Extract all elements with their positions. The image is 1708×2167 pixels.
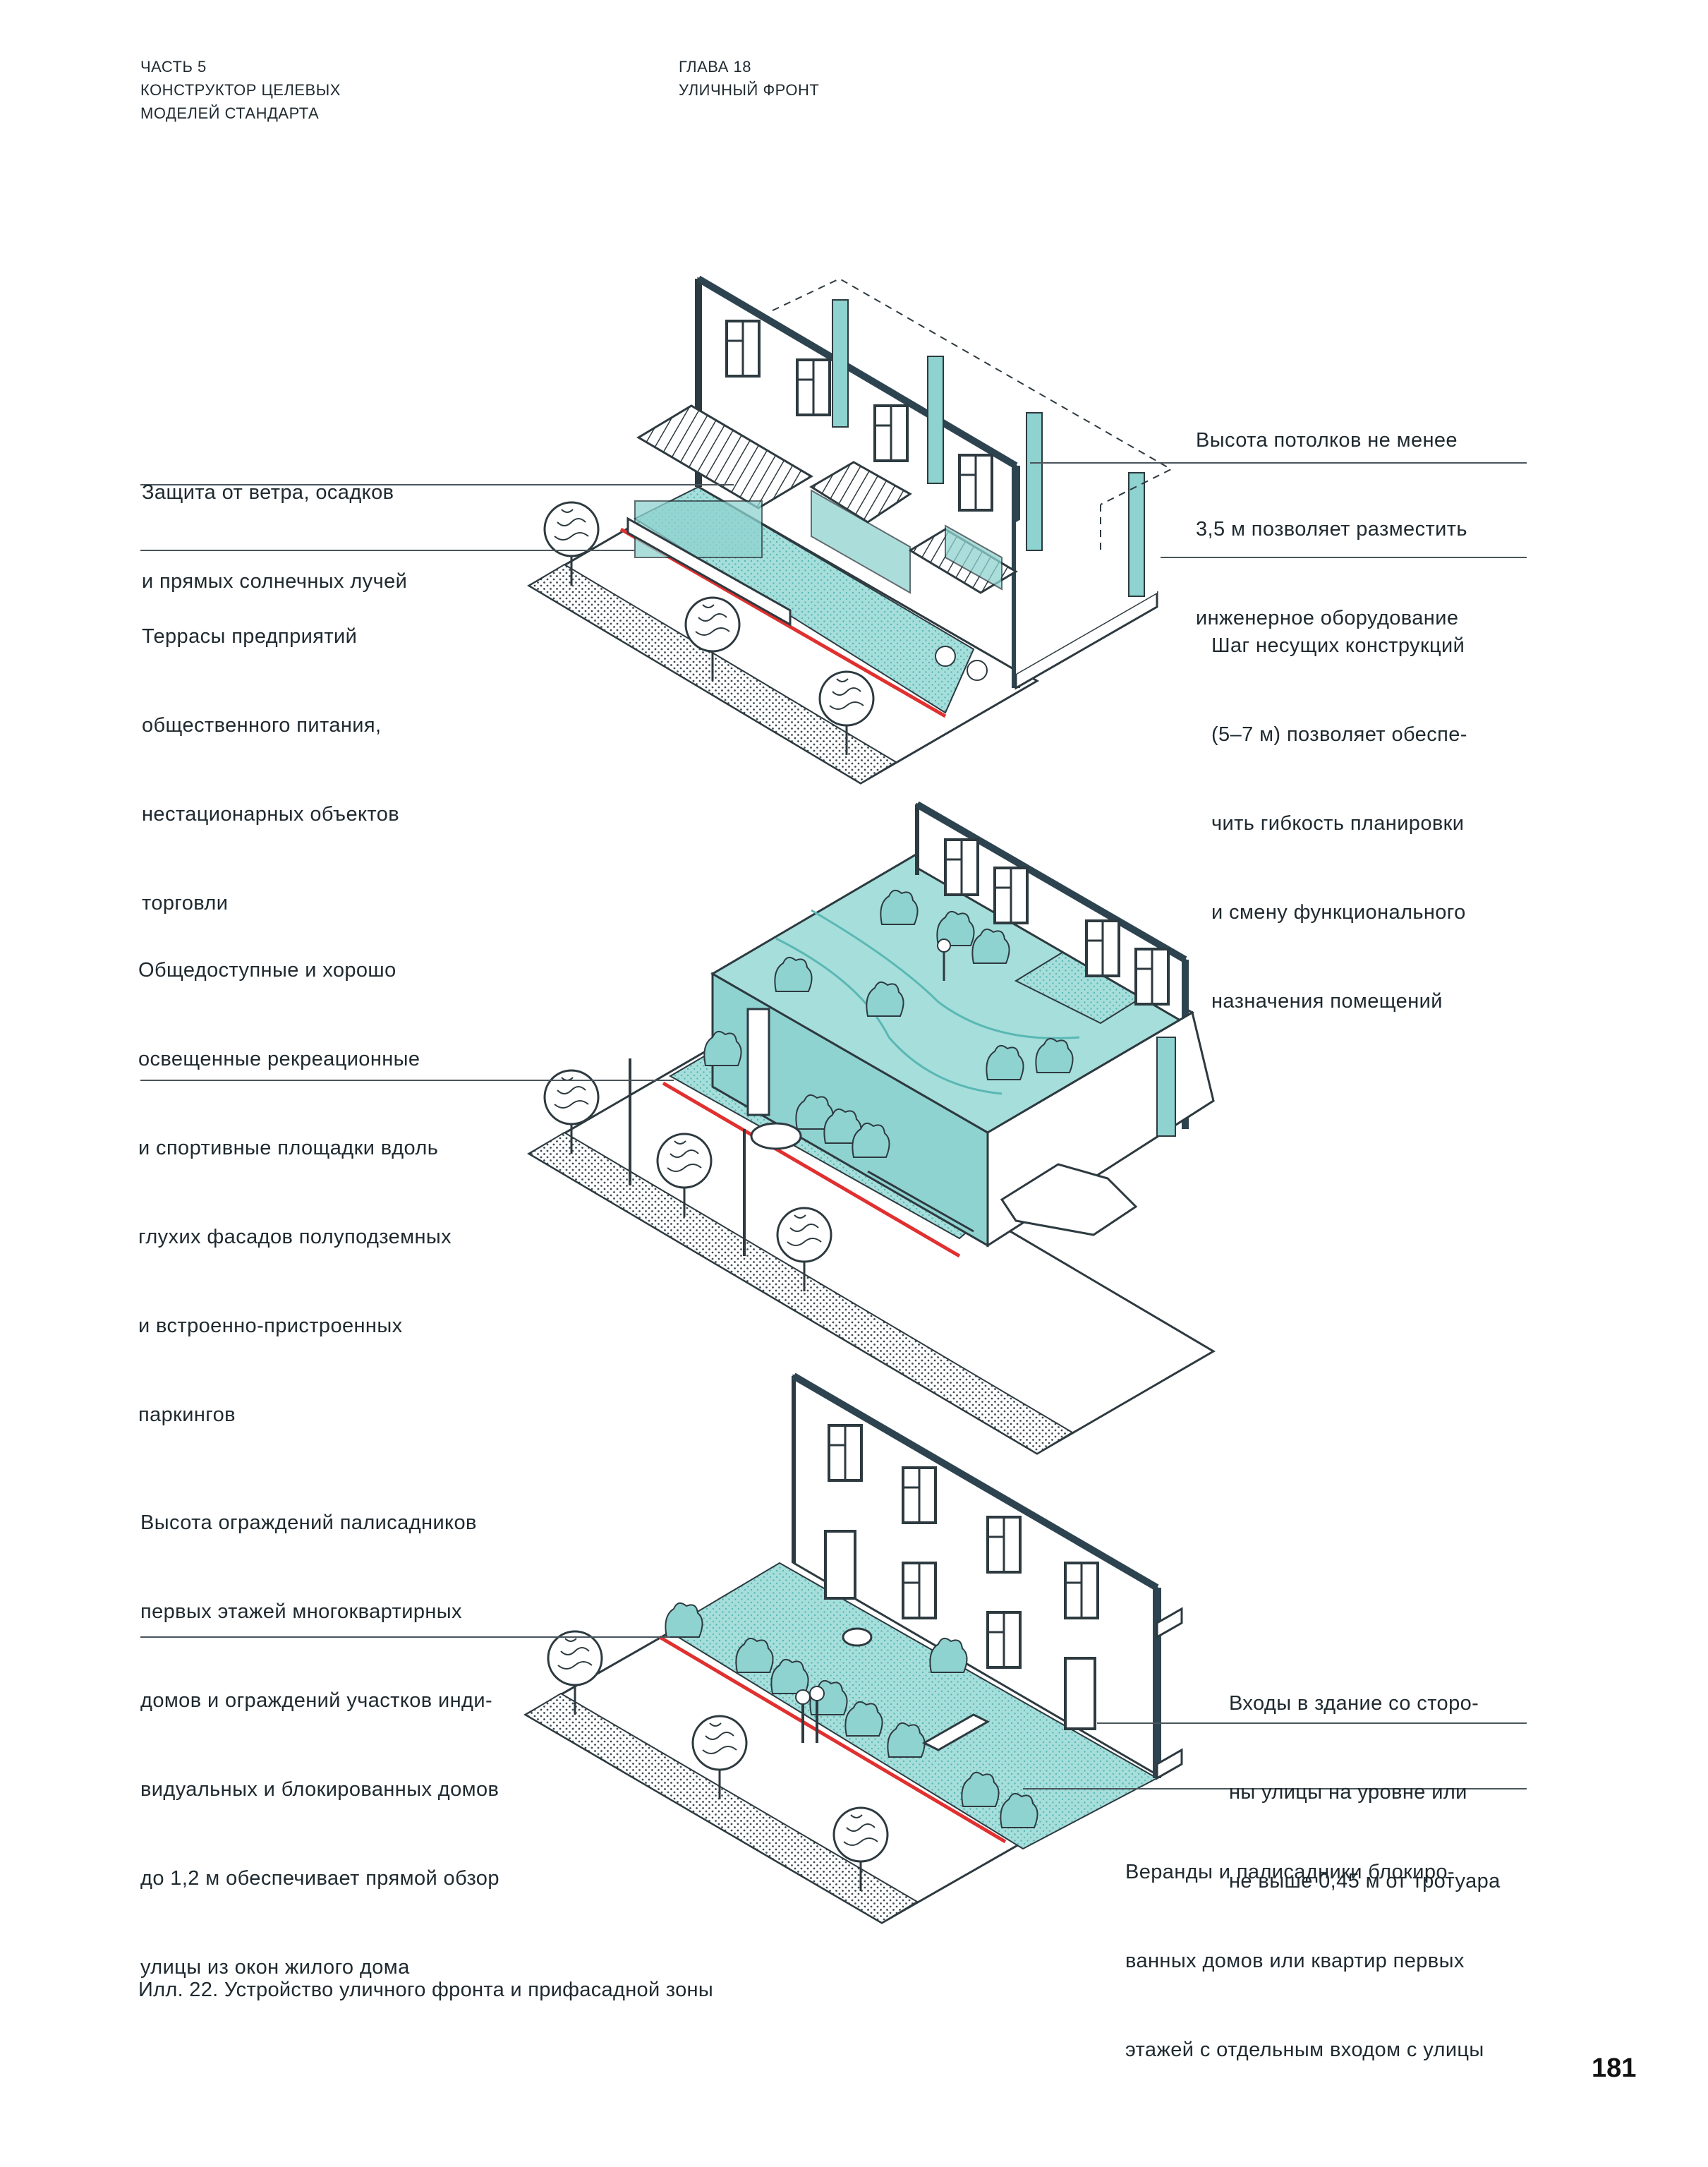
caption-weather-protection: Защита от ветра, осадков и прямых солнеч…	[142, 418, 407, 626]
caption-line: глухих фасадов полуподземных	[138, 1226, 452, 1248]
chapter-title: УЛИЧНЫЙ ФРОНТ	[679, 81, 820, 99]
diagram-1-commercial-frontage	[527, 275, 1173, 785]
caption-line: улицы из окон жилого дома	[140, 1956, 410, 1979]
caption-line: паркингов	[138, 1404, 236, 1426]
caption-line: нестационарных объектов	[142, 803, 400, 826]
caption-fence-height: Высота ограждений палисадников первых эт…	[140, 1449, 499, 2012]
caption-line: первых этажей многоквартирных	[140, 1600, 462, 1623]
caption-line: Защита от ветра, осадков	[142, 481, 394, 504]
part-title-line-2: МОДЕЛЕЙ СТАНДАРТА	[140, 104, 320, 122]
page-number: 181	[1592, 2053, 1637, 2083]
caption-line: общественного питания,	[142, 714, 382, 737]
caption-line: не выше 0,45 м от тротуара	[1229, 1870, 1501, 1893]
caption-line: Шаг несущих конструкций	[1211, 634, 1465, 657]
caption-line: чить гибкость планировки	[1211, 812, 1465, 835]
caption-entrances: Входы в здание со сторо- ны улицы на уро…	[1229, 1629, 1501, 1926]
caption-line: и смену функционального	[1211, 901, 1466, 924]
caption-structural-grid: Шаг несущих конструкций (5–7 м) позволяе…	[1211, 572, 1467, 1046]
caption-line: назначения помещений	[1211, 990, 1443, 1013]
caption-line: Входы в здание со сторо-	[1229, 1692, 1479, 1715]
caption-line: освещенные рекреационные	[138, 1048, 420, 1070]
caption-line: Высота потолков не менее	[1196, 429, 1458, 452]
caption-ceiling-height: Высота потолков не менее 3,5 м позволяет…	[1196, 366, 1467, 663]
caption-line: Веранды и палисадники блокиро-	[1125, 1861, 1455, 1883]
caption-line: и встроенно-пристроенных	[138, 1315, 403, 1337]
figure-caption: Илл. 22. Устройство уличного фронта и пр…	[138, 1979, 713, 2001]
caption-line: видуальных и блокированных домов	[140, 1778, 499, 1801]
caption-line: торговли	[142, 892, 229, 915]
caption-verandas: Веранды и палисадники блокиро- ванных до…	[1125, 1798, 1484, 2094]
diagram-2-parking-frontage	[527, 801, 1216, 1455]
caption-line: этажей с отдельным входом с улицы	[1125, 2039, 1484, 2061]
caption-line: Общедоступные и хорошо	[138, 959, 396, 982]
caption-line: инженерное оборудование	[1196, 607, 1459, 629]
caption-line: до 1,2 м обеспечивает прямой обзор	[140, 1867, 499, 1890]
caption-line: и прямых солнечных лучей	[142, 570, 408, 593]
chapter-part-heading: ЧАСТЬ 5 КОНСТРУКТОР ЦЕЛЕВЫХ МОДЕЛЕЙ СТАН…	[140, 55, 341, 125]
caption-line: Террасы предприятий	[142, 625, 358, 648]
part-number: ЧАСТЬ 5	[140, 58, 207, 76]
caption-line: и спортивные площадки вдоль	[138, 1137, 439, 1159]
caption-line: 3,5 м позволяет разместить	[1196, 518, 1467, 541]
chapter-heading: ГЛАВА 18 УЛИЧНЫЙ ФРОНТ	[679, 55, 819, 102]
caption-line: ванных домов или квартир первых	[1125, 1950, 1465, 1972]
caption-recreation-areas: Общедоступные и хорошо освещенные рекреа…	[138, 896, 452, 1459]
caption-line: домов и ограждений участков инди-	[140, 1689, 493, 1712]
caption-line: ны улицы на уровне или	[1229, 1781, 1467, 1804]
caption-line: (5–7 м) позволяет обеспе-	[1211, 723, 1467, 746]
chapter-number: ГЛАВА 18	[679, 58, 751, 76]
caption-terraces: Террасы предприятий общественного питани…	[142, 562, 399, 948]
caption-line: Высота ограждений палисадников	[140, 1511, 477, 1534]
leader-lines	[140, 462, 1527, 1789]
part-title-line-1: КОНСТРУКТОР ЦЕЛЕВЫХ	[140, 81, 341, 99]
diagram-3-residential-frontage	[523, 1372, 1183, 1924]
